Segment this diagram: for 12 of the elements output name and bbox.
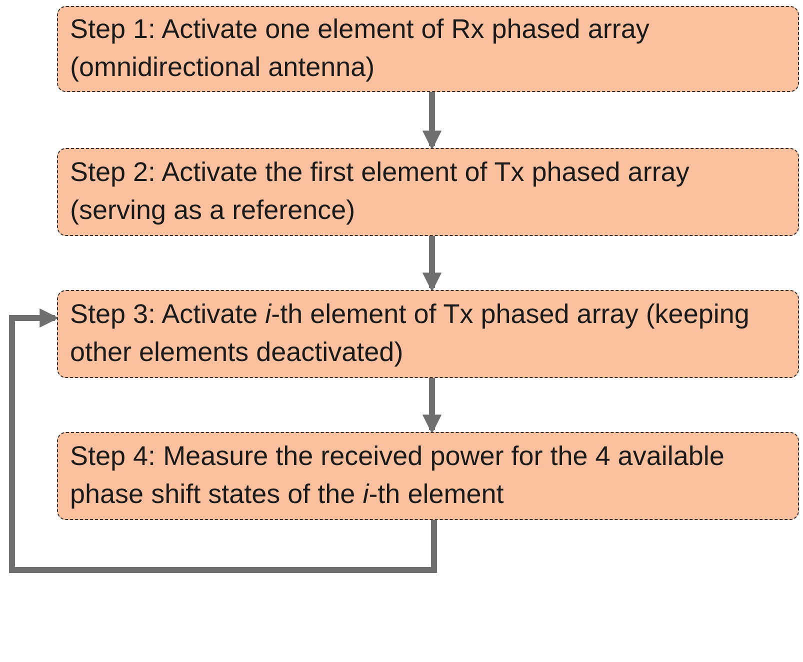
process-box [57, 6, 799, 92]
step-text: Step 3: Activate i-th element of Tx phased array (keeping other elements deactivated) [70, 298, 750, 369]
process-box [57, 290, 799, 378]
arrow [422, 236, 442, 292]
arrow [9, 308, 437, 573]
step-text: Step 2: Activate the first element of Tx phased array (serving as a reference) [70, 156, 690, 227]
step-text: Step 4: Measure the received power for the 4 available phase shift states of the i-th element [70, 440, 726, 511]
step-text: Step 1: Activate one element of Rx phased array (omnidirectional antenna) [70, 13, 650, 84]
arrow [422, 92, 442, 150]
process-box [57, 432, 799, 520]
arrow [422, 378, 442, 434]
process-box [57, 148, 799, 236]
